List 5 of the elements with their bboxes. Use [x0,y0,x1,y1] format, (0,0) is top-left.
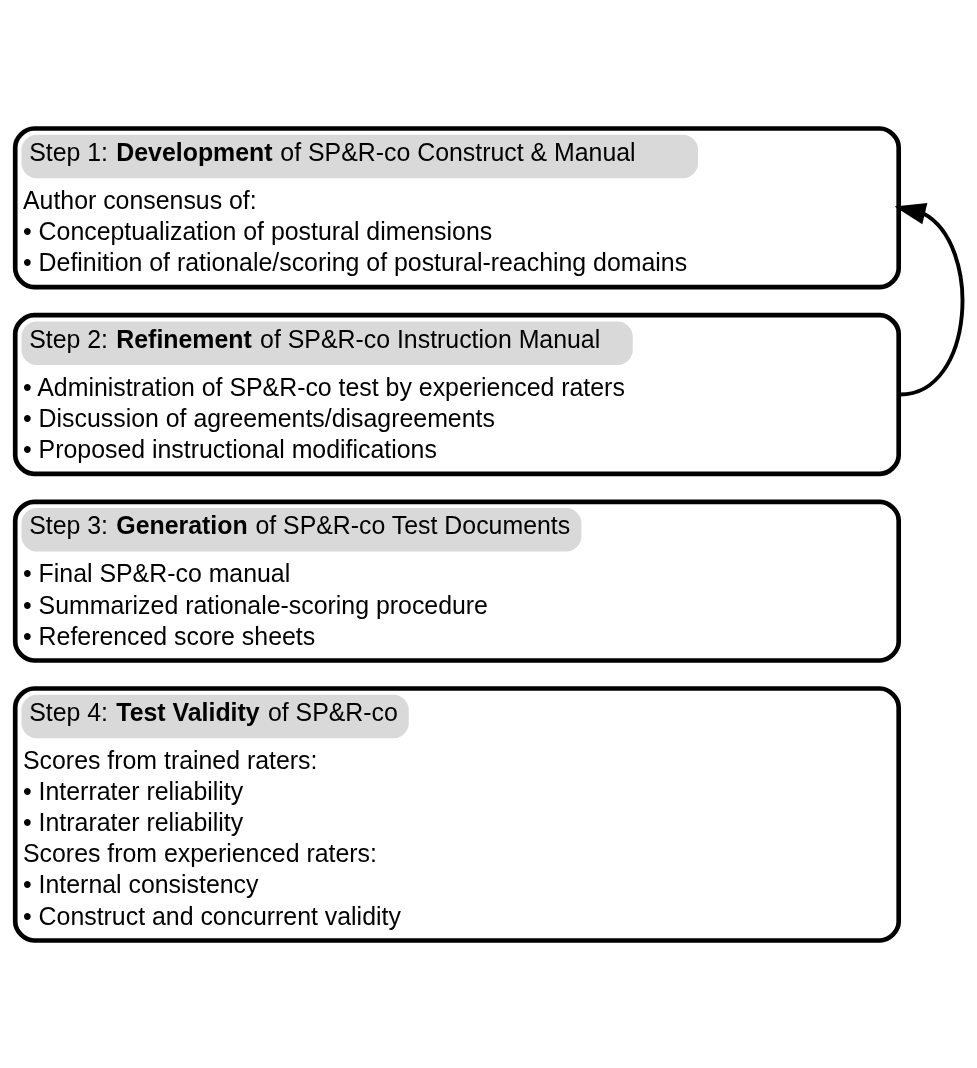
arrow [894,202,964,396]
node-box: Step 3: Generation of SP&R-co Test Documents • Final SP&R-co manual • Summarized rationale-scoring procedure • Referenced score sheets [12,499,901,663]
node-box: Step 1: Development of SP&R-co Construct & Manual Author consensus of: • Conceptualization of postural dimensions • Definition of rationale/scoring of postural-reaching domains [12,125,901,290]
node-box: Step 2: Refinement of SP&R-co Instruction Manual • Administration of SP&R-co test by experienced raters • Discussion of agreements/disagreements • Proposed instructional modifications [12,312,901,476]
node-box: Step 4: Test Validity of SP&R-co Scores from trained raters: • Interrater reliability • Intrarater reliability Scores from experienced raters: • Internal consistency • Construct and concurrent validity [12,685,901,943]
